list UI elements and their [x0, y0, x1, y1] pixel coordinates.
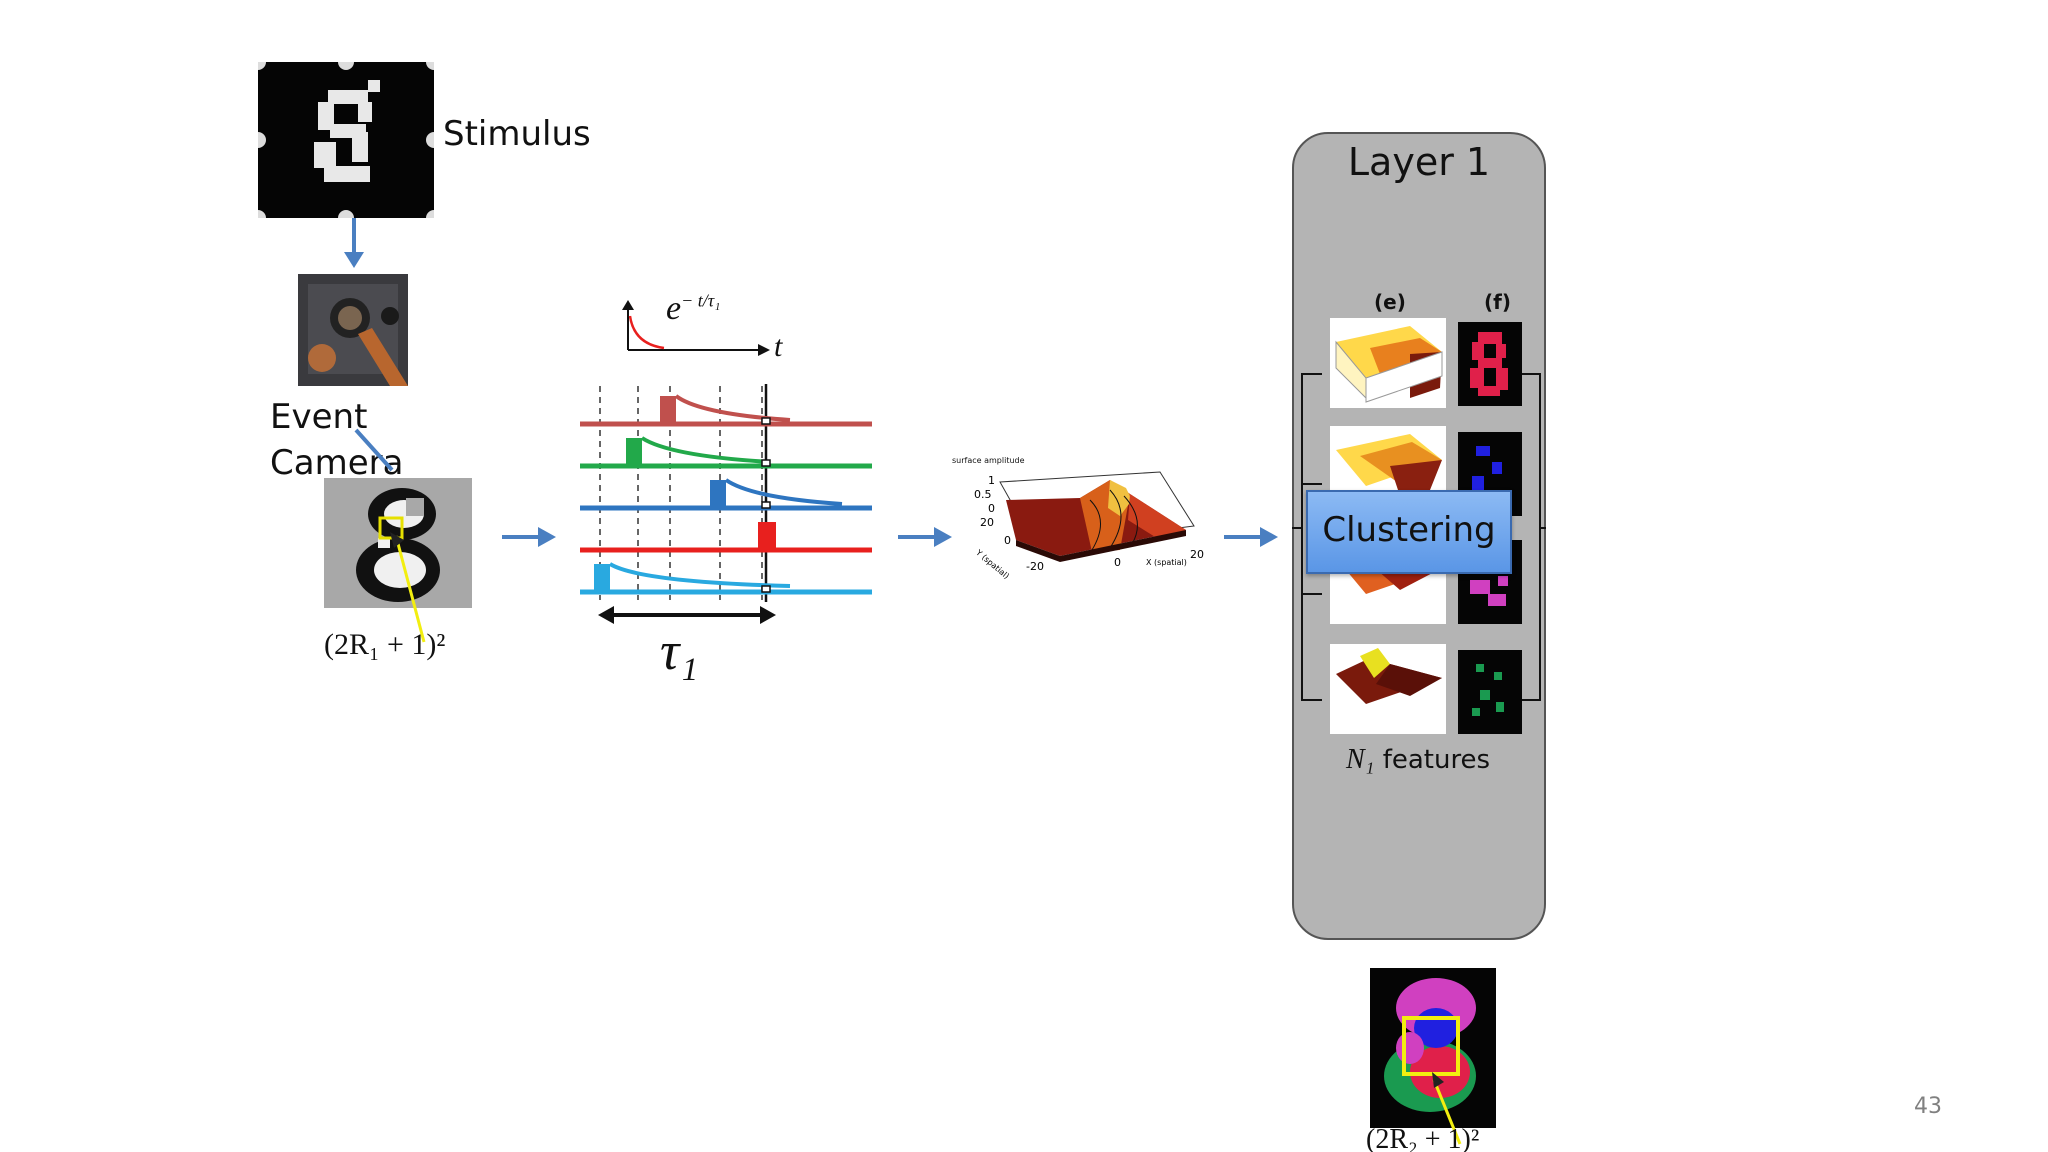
surface-z-tick-1: 1 [988, 474, 995, 487]
decay-formula: e− t/τ₁ [666, 290, 720, 328]
surface-z-tick-2: 0.5 [974, 488, 992, 501]
surface-y-tick-1: 20 [980, 516, 994, 529]
decay-axis [622, 300, 770, 356]
layer-col-e: (e) [1374, 290, 1406, 314]
surface-z-label: surface amplitude [952, 456, 1025, 465]
surface-x-tick-1: 0 [1114, 556, 1121, 569]
tau-label: τ₁ [660, 621, 699, 681]
camera-connector-line [354, 428, 394, 472]
surface-z-tick-3: 0 [988, 502, 995, 515]
pointer-arrow-2 [1432, 1072, 1462, 1145]
feature-surface-1 [1330, 318, 1446, 408]
surface-y-tick-2: 0 [1004, 534, 1011, 547]
features-var: N₁ [1346, 744, 1375, 775]
layer-title: Layer 1 [1347, 140, 1491, 184]
stimulus-image [250, 54, 442, 226]
event-camera-label: Event Camera [270, 394, 403, 486]
clustering-box: Clustering [1306, 490, 1512, 574]
event-camera-photo [298, 274, 408, 386]
features-text: features [1382, 745, 1491, 775]
receptive-field-2: (2R₂ + 1)² [1366, 1128, 1480, 1152]
receptive-field-1: (2R₁ + 1)² [324, 628, 446, 661]
arrow-right-3 [1224, 527, 1278, 547]
features-caption: N₁ features [1346, 744, 1490, 776]
tau-span-arrow [598, 606, 776, 624]
page-number: 43 [1914, 1094, 1942, 1119]
clustering-label: Clustering [1322, 510, 1496, 550]
time-surface-plot: surface amplitude 1 0.5 0 20 0 Y (spatia… [952, 456, 1210, 590]
feature-map-1 [1458, 322, 1522, 406]
event-digit-image [324, 478, 472, 608]
layer-col-f: (f) [1484, 290, 1511, 314]
arrow-down-1 [344, 218, 364, 268]
event-camera-label-line2: Camera [270, 443, 404, 483]
time-axis-label: t [774, 330, 783, 363]
surface-x-tick-2: 20 [1190, 548, 1204, 561]
feature-brackets [1292, 373, 1546, 701]
stimulus-label: Stimulus [443, 114, 591, 154]
surface-y-tick-3: -20 [1026, 560, 1044, 573]
decay-formula-exp: − t/τ₁ [681, 290, 721, 311]
output-feature-map [1370, 968, 1496, 1128]
decay-formula-base: e [666, 290, 682, 327]
feature-map-4 [1458, 650, 1522, 734]
arrow-right-1 [502, 527, 556, 547]
surface-x-label: X (spatial) [1146, 558, 1187, 567]
event-camera-label-line1: Event [270, 397, 368, 437]
feature-surface-4 [1330, 644, 1446, 734]
arrow-right-2 [898, 527, 952, 547]
pointer-arrow-1 [390, 532, 426, 643]
event-traces [580, 384, 872, 602]
